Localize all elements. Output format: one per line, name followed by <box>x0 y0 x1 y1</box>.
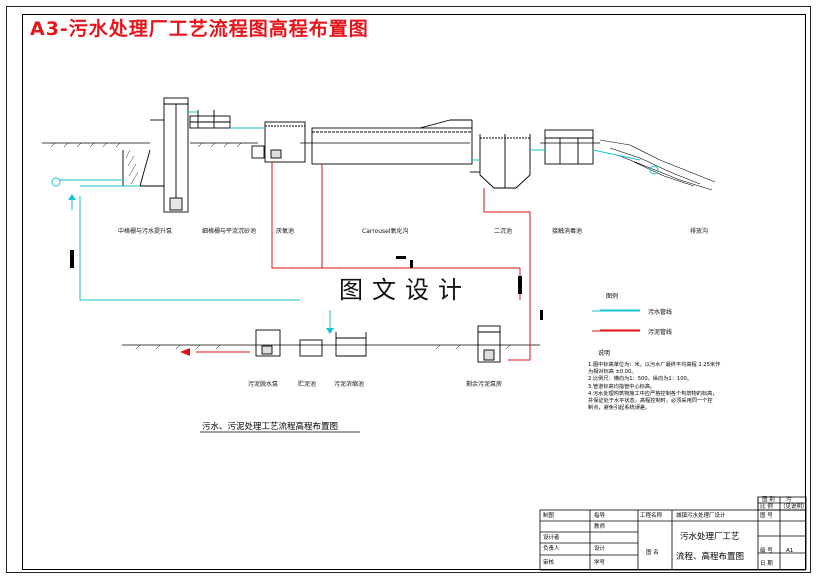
secondary-clarifier <box>470 134 531 189</box>
unit-label-contact-tank: 接触消毒池 <box>552 228 583 235</box>
drawing-outer-border <box>6 6 811 573</box>
anaerobic-tank <box>251 121 306 163</box>
unit-label-clarifier: 二沉池 <box>494 228 513 235</box>
note-line: 并保证处于水平状态，高程控制时，必须采用同一个控 <box>588 398 713 405</box>
fine-screen-grit-chamber <box>189 110 231 129</box>
unit-label-anaerobic: 厌氧池 <box>276 228 295 235</box>
sewage-symbol-right <box>649 165 659 175</box>
tb-mid-row: 设计 <box>594 546 606 552</box>
tb-drawing-no-label: 图 号 <box>760 513 773 519</box>
unit-label-sludge-pump-house: 剩余污泥泵房 <box>466 381 503 388</box>
sludge-thickener-unit <box>335 332 367 357</box>
ground-hatch <box>50 142 511 350</box>
tb-project-value: 城镇污水处理厂设计 <box>676 513 726 519</box>
oxidation-ditch <box>311 119 473 165</box>
unit-label-thickener: 污泥浓缩池 <box>334 381 365 388</box>
elevation-markers <box>70 250 543 320</box>
tb-sheet-value: A1 <box>786 548 794 554</box>
diagram-subtitle: 污水、污泥处理工艺流程高程布置图 <box>202 422 339 432</box>
note-line: 2.比例尺：横向为1：500，纵向为1：100。 <box>588 376 692 383</box>
legend-label-sewage: 污水管线 <box>648 309 673 316</box>
tb-sheet-label: 级 号 <box>760 548 773 554</box>
watermark-text: 图文设计 <box>300 270 510 310</box>
contact-tank <box>544 129 594 165</box>
legend-label-sludge: 污泥管线 <box>648 329 673 336</box>
tb-left-row: 制图 <box>543 513 555 519</box>
tb-left-row: 审核 <box>543 560 555 566</box>
banner-title: A3-污水处理厂工艺流程图高程布置图 <box>30 18 369 40</box>
unit-label-outfall: 排放沟 <box>690 228 709 235</box>
sludge-pump-house <box>477 325 501 363</box>
sewage-pipeline <box>60 111 641 330</box>
note-line: 3.管道标高均指管中心标高。 <box>588 383 656 390</box>
title-block-grid <box>539 496 807 571</box>
tb-left-row: 负责人 <box>543 546 560 552</box>
tb-mid-row: 学号 <box>594 560 606 566</box>
tb-scale-label: 比 例 <box>760 504 773 510</box>
unit-label-coarse-screen: 中格栅与污水提升泵 <box>118 228 173 235</box>
notes-title: 说明 <box>598 350 611 357</box>
slope-hatch <box>125 149 139 185</box>
tb-mid-row: 教师 <box>594 524 606 530</box>
ground-line <box>42 142 600 346</box>
tb-class-label: 图 别 <box>762 497 775 503</box>
sewage-symbol-left <box>51 177 61 187</box>
sludge-arrow <box>180 348 190 356</box>
drawing-inner-border <box>22 14 806 570</box>
sludge-storage-unit <box>299 339 323 357</box>
tb-mid-row: 指导 <box>594 513 606 519</box>
note-line: 1.图中标高单位为：米。以污水厂最终平均高程 2.25米作 <box>588 362 721 368</box>
tb-figure-title-1: 污水处理厂工艺 <box>680 532 740 542</box>
tb-figure-title-2: 流程、高程布置图 <box>676 552 745 562</box>
sludge-dewatering-unit <box>255 329 281 357</box>
tb-figure-label: 图 名 <box>646 550 659 556</box>
tb-class-value: 污 <box>786 497 792 503</box>
unit-label-oxidation-ditch: Carrousel氧化沟 <box>362 228 409 235</box>
tb-scale-value: （见说明） <box>780 504 808 510</box>
legend-title: 图例 <box>606 293 619 300</box>
unit-label-sludge-storage: 贮泥池 <box>298 381 317 388</box>
tb-project-label: 工程名称 <box>640 513 663 519</box>
sludge-pipeline <box>196 162 640 361</box>
note-line: 4.污水处理构筑物施工中应严格控制各个构筑物的标高， <box>588 390 718 397</box>
note-line: 制点，避免引起系统误差。 <box>588 405 651 412</box>
tb-date-label: 日 期 <box>760 561 773 567</box>
unit-label-sludge-pump: 污泥脱水泵 <box>248 381 279 388</box>
unit-label-fine-screen: 细格栅与平流沉砂池 <box>202 228 257 235</box>
outfall-bank <box>599 139 716 191</box>
note-line: 为相对标高 ±0.00。 <box>588 369 637 376</box>
sewage-arrows <box>68 194 334 334</box>
coarse-screen-pump-well <box>122 97 189 213</box>
notes-block: 1.图中标高单位为：米。以污水厂最终平均高程 2.25米作 为相对标高 ±0.0… <box>588 362 788 412</box>
tb-left-row: 设计者 <box>543 535 560 541</box>
